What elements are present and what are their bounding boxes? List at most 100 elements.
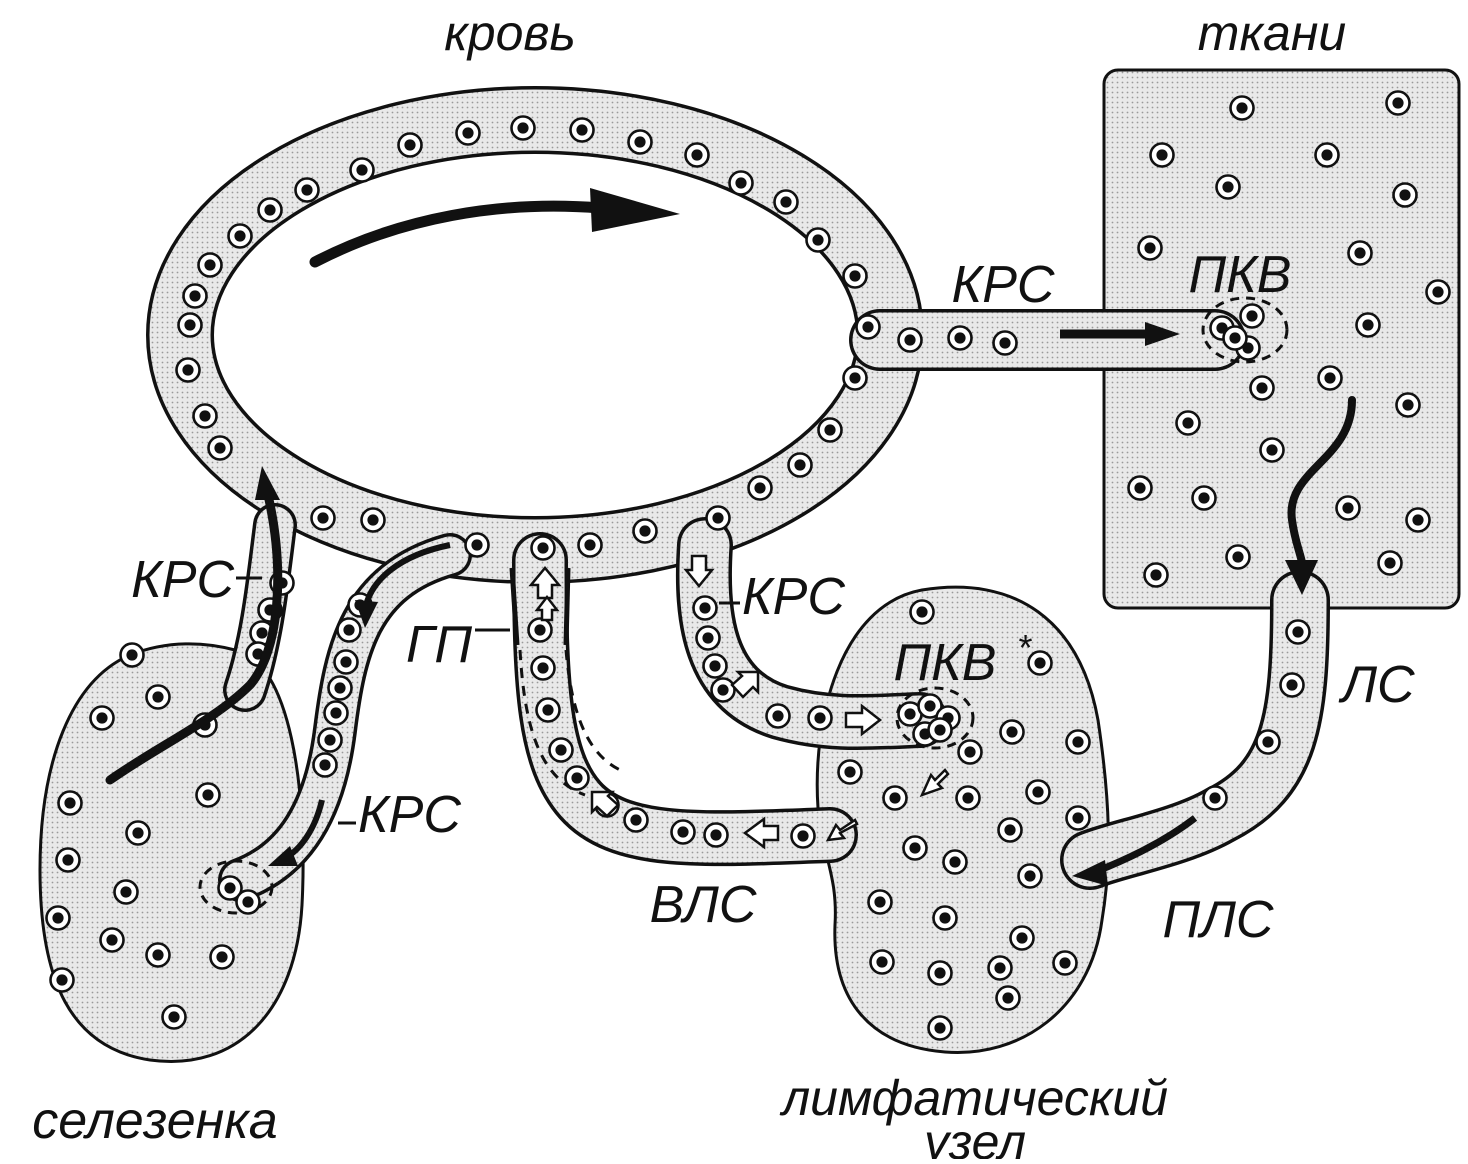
lymphocyte-cell xyxy=(1019,865,1042,888)
lymphocyte-cell xyxy=(704,655,727,678)
lymphocyte-cell xyxy=(911,601,934,624)
lymphocyte-cell xyxy=(47,907,70,930)
region-spleen: селезенка xyxy=(32,1092,277,1150)
lymphocyte-cell xyxy=(869,891,892,914)
lymphocyte-cell xyxy=(1067,731,1090,754)
lymphocyte-cell xyxy=(335,651,358,674)
lymphocyte-cell xyxy=(229,225,252,248)
lymphocyte-cell xyxy=(949,327,972,350)
lymphocyte-cell xyxy=(1231,97,1254,120)
lymphocyte-cell xyxy=(325,702,348,725)
lymphocyte-cell xyxy=(296,179,319,202)
lymphocyte-cell xyxy=(466,534,489,557)
lymphocyte-cell xyxy=(529,619,552,642)
lymphocyte-cell xyxy=(1011,927,1034,950)
lymphocyte-cell xyxy=(999,819,1022,842)
label-pkv-lymph: ПКВ xyxy=(893,634,996,692)
lymphocyte-cell xyxy=(399,134,422,157)
lymphocyte-cell xyxy=(57,849,80,872)
lymphocyte-cell xyxy=(857,316,880,339)
lymphocyte-cell xyxy=(1145,564,1168,587)
lymphocyte-cell xyxy=(1337,497,1360,520)
region-tissues: ткани xyxy=(1198,5,1346,61)
lymphocyte-cell xyxy=(147,944,170,967)
lymphocyte-cell xyxy=(807,229,830,252)
lymphocyte-cell xyxy=(579,534,602,557)
lymphocyte-cell xyxy=(844,265,867,288)
lymphocyte-cell xyxy=(899,329,922,352)
lymphocyte-cell xyxy=(686,144,709,167)
lymphocyte-cell xyxy=(1241,305,1264,328)
lymphocyte-cell xyxy=(1227,546,1250,569)
lymphocyte-cell xyxy=(1257,731,1280,754)
lymphocyte-cell xyxy=(697,627,720,650)
lymphocyte-cell xyxy=(1387,92,1410,115)
lymphocyte-cell xyxy=(767,705,790,728)
lymphocyte-cell xyxy=(749,477,772,500)
lymphocyte-cell xyxy=(707,507,730,530)
lymphocyte-cell xyxy=(184,285,207,308)
label-krs-spleen: КРС xyxy=(358,786,461,844)
lymphocyte-cell xyxy=(1261,439,1284,462)
lymphocyte-cell xyxy=(1427,281,1450,304)
lymphocyte-cell xyxy=(1151,144,1174,167)
label-pkv-tissue: ПКВ xyxy=(1188,246,1291,304)
lymphocyte-cell xyxy=(929,1017,952,1040)
label-krs-tissue: КРС xyxy=(952,256,1055,314)
lymphocyte-cell xyxy=(904,837,927,860)
lymphocyte-cell xyxy=(127,822,150,845)
lymphocyte-cell xyxy=(1193,487,1216,510)
lymphocyte-cell xyxy=(312,507,335,530)
lymphocyte-cell xyxy=(532,657,555,680)
lymphocyte-cell xyxy=(959,741,982,764)
lymphocyte-cell xyxy=(1394,184,1417,207)
lymphocyte-cell xyxy=(1357,314,1380,337)
lymphocyte-cell xyxy=(1067,807,1090,830)
label-pkv-lymph-asterisk: * xyxy=(1017,627,1032,668)
lymphocyte-cell xyxy=(1224,327,1247,350)
lymphocyte-cell xyxy=(457,122,480,145)
lymphocyte-cell xyxy=(934,907,957,930)
lymphocyte-cell xyxy=(1407,509,1430,532)
lymphocyte-cell xyxy=(338,619,361,642)
region-blood: кровь xyxy=(444,5,576,61)
lymphocyte-cell xyxy=(1029,652,1052,675)
lymphocyte-cell xyxy=(1397,394,1420,417)
lymphocyte-cell xyxy=(51,969,74,992)
lymphocyte-cell xyxy=(532,537,555,560)
blood-flow-arrow xyxy=(315,206,600,262)
lymphocyte-cell xyxy=(537,699,560,722)
lymphocyte-cell xyxy=(705,824,728,847)
lymphocyte-cell xyxy=(319,729,342,752)
lymphocyte-cell xyxy=(362,509,385,532)
label-vls: ВЛС xyxy=(650,876,757,934)
label-gp: ГП xyxy=(406,616,472,674)
lymphocyte-cell xyxy=(819,419,842,442)
lymphocyte-cell xyxy=(1177,412,1200,435)
lymphocyte-cell xyxy=(571,119,594,142)
lymphocyte-cell xyxy=(789,454,812,477)
lymphocyte-cell xyxy=(809,707,832,730)
lymphocyte-cell xyxy=(839,761,862,784)
lymphocyte-cell xyxy=(994,332,1017,355)
lymphocyte-cell xyxy=(194,405,217,428)
lymphocyte-cell xyxy=(1139,237,1162,260)
lymphocyte-cell xyxy=(329,677,352,700)
lymphocyte-cell xyxy=(197,784,220,807)
lymphocyte-cell xyxy=(147,686,170,709)
lymphocyte-cell xyxy=(121,644,144,667)
lymphocyte-cell xyxy=(177,359,200,382)
blood-flow-arrowhead xyxy=(590,188,680,232)
lymphocyte-cell xyxy=(1316,144,1339,167)
lymphocyte-cell xyxy=(792,825,815,848)
lymphocyte-cell xyxy=(929,962,952,985)
lymphocyte-cell xyxy=(314,754,337,777)
lymphocyte-cell xyxy=(1251,377,1274,400)
lymphocyte-cell xyxy=(1349,242,1372,265)
lymphocyte-cell xyxy=(672,821,695,844)
lymphocyte-cell xyxy=(957,787,980,810)
label-krs-left: КРС xyxy=(131,551,234,609)
lymphocyte-cell xyxy=(101,929,124,952)
lymphocyte-cell xyxy=(625,809,648,832)
